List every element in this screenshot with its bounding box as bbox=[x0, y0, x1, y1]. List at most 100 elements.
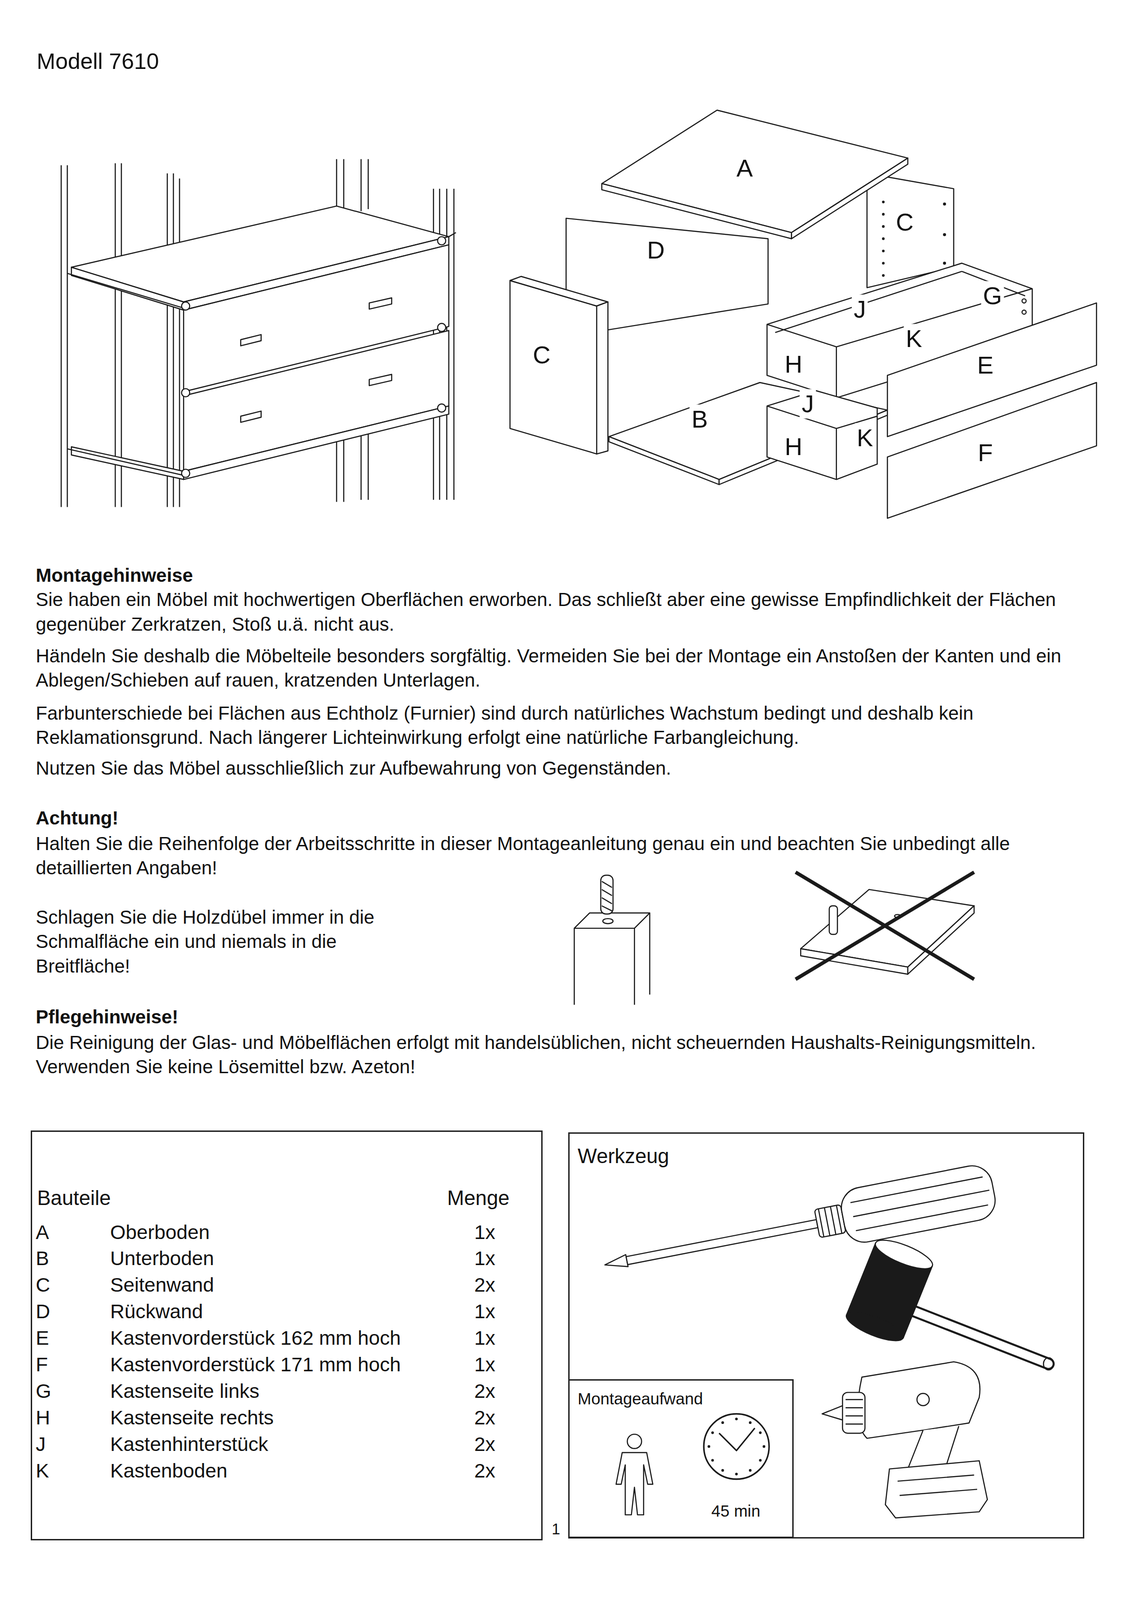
screwdriver-icon-part bbox=[625, 1219, 818, 1265]
clock-icon-part-part bbox=[721, 1468, 725, 1472]
part-letter: G bbox=[980, 281, 1004, 311]
section-heading: Achtung! bbox=[35, 805, 1097, 831]
person-icon-part bbox=[627, 1434, 642, 1449]
clock-icon-part bbox=[719, 1428, 755, 1451]
exploded-view-part bbox=[510, 276, 608, 306]
exploded-view-part bbox=[601, 110, 908, 233]
dowel-correct-figure-part bbox=[573, 928, 575, 1005]
shelf-illustration-part bbox=[369, 297, 392, 309]
shelf-illustration-part bbox=[437, 323, 447, 332]
clock-icon-part bbox=[703, 1413, 769, 1479]
table-cell-name: Rückwand bbox=[110, 1299, 204, 1324]
part-letter: C bbox=[530, 340, 553, 370]
shelf-illustration bbox=[61, 159, 456, 508]
drill-icon-part bbox=[845, 1399, 864, 1425]
clock-icon-part-part bbox=[759, 1458, 762, 1462]
screwdriver-icon bbox=[599, 1162, 999, 1292]
table-cell-quantity: 2x bbox=[474, 1273, 496, 1298]
dowel-correct-figure-part bbox=[601, 881, 612, 912]
exploded-view-part bbox=[596, 301, 608, 454]
mallet-icon-part bbox=[843, 1234, 936, 1347]
section-heading: Montagehinweise bbox=[35, 563, 1097, 588]
table-cell-letter: A bbox=[35, 1220, 49, 1245]
drill-icon-part bbox=[857, 1361, 980, 1439]
dowel-correct-figure bbox=[574, 875, 650, 1005]
table-cell-quantity: 2x bbox=[474, 1405, 496, 1430]
effort-box: Montageaufwand45 min bbox=[568, 1379, 794, 1539]
table-cell-letter: G bbox=[35, 1379, 52, 1404]
shelf-illustration-part bbox=[367, 430, 369, 500]
mallet-icon-part-part bbox=[872, 1234, 937, 1275]
exploded-view-part-part bbox=[882, 212, 885, 216]
part-letter: J bbox=[851, 294, 868, 324]
instruction-text: Nutzen Sie das Möbel ausschließlich zur … bbox=[35, 755, 1097, 781]
section-heading: Pflegehinweise! bbox=[35, 1004, 1097, 1030]
exploded-view-part bbox=[836, 428, 837, 480]
part-letter: E bbox=[975, 350, 996, 380]
table-cell-name: Oberboden bbox=[110, 1220, 211, 1245]
shelf-illustration-part bbox=[369, 374, 392, 386]
table-cell-letter: H bbox=[35, 1405, 51, 1430]
shelf-illustration-part bbox=[437, 236, 447, 245]
mallet-icon-part bbox=[1043, 1357, 1054, 1370]
instruction-text: Die Reinigung der Glas- und Möbelflächen… bbox=[35, 1030, 1097, 1080]
exploded-view-part-part bbox=[882, 224, 885, 228]
shelf-illustration-part bbox=[240, 411, 262, 423]
part-letter: J bbox=[799, 389, 816, 419]
table-cell-name: Seitenwand bbox=[110, 1273, 215, 1298]
dowel-correct-figure-part bbox=[649, 912, 651, 995]
shelf-illustration-part bbox=[183, 406, 449, 480]
illustration-part bbox=[61, 110, 1097, 1518]
mallet-icon-part bbox=[907, 1308, 1049, 1364]
exploded-view bbox=[510, 110, 1097, 519]
table-cell-letter: F bbox=[35, 1353, 48, 1377]
part-letter: K bbox=[855, 422, 876, 453]
exploded-view-part bbox=[608, 436, 720, 485]
shelf-illustration-part bbox=[453, 188, 455, 500]
table-cell-name: Kastenvorderstück 171 mm hoch bbox=[110, 1353, 402, 1377]
exploded-view-part-part bbox=[882, 273, 885, 277]
exploded-view-part bbox=[882, 200, 947, 277]
instruction-text: Händeln Sie deshalb die Möbelteile beson… bbox=[35, 643, 1097, 693]
shelf-illustration-part bbox=[360, 159, 362, 212]
dowel-wrong-figure-part bbox=[795, 871, 974, 980]
table-cell-quantity: 1x bbox=[474, 1353, 496, 1377]
dowel-wrong-figure-part bbox=[800, 948, 908, 975]
table-cell-quantity: 1x bbox=[474, 1326, 496, 1351]
table-cell-name: Kastenseite links bbox=[110, 1379, 260, 1404]
page-title: Modell 7610 bbox=[36, 47, 159, 75]
dowel-correct-figure-part bbox=[600, 875, 613, 914]
instruction-text: Sie haben ein Möbel mit hochwertigen Obe… bbox=[35, 587, 1097, 637]
clock-icon-part-part bbox=[721, 1421, 725, 1424]
screwdriver-icon-part bbox=[850, 1176, 993, 1231]
box-text: 45 min bbox=[711, 1501, 761, 1521]
clock-icon-part-part bbox=[734, 1472, 738, 1476]
clock-icon-part-part bbox=[762, 1445, 766, 1449]
clock-icon-part-part bbox=[711, 1458, 714, 1462]
shelf-illustration-part bbox=[172, 173, 174, 507]
clock-icon-part bbox=[707, 1417, 766, 1476]
drill-icon bbox=[822, 1361, 988, 1518]
part-letter: B bbox=[689, 404, 710, 435]
dowel-wrong-figure bbox=[795, 871, 974, 980]
box-text: Menge bbox=[447, 1186, 510, 1210]
clock-icon-part-part bbox=[707, 1445, 711, 1449]
exploded-view-part bbox=[887, 382, 1097, 518]
part-letter: H bbox=[782, 432, 805, 462]
mallet-icon bbox=[843, 1234, 1054, 1370]
dowel-correct-figure-part bbox=[574, 912, 650, 929]
part-letter: C bbox=[894, 207, 916, 238]
table-cell-quantity: 2x bbox=[474, 1379, 496, 1404]
shelf-illustration-part bbox=[335, 438, 337, 503]
table-cell-name: Kastenboden bbox=[110, 1458, 228, 1483]
person-icon-part bbox=[616, 1452, 653, 1516]
page-number: 1 bbox=[551, 1519, 560, 1538]
shelf-illustration-part bbox=[181, 388, 191, 397]
shelf-illustration-part bbox=[166, 173, 168, 507]
table-cell-letter: K bbox=[35, 1458, 49, 1483]
shelf-illustration-part bbox=[71, 267, 184, 311]
part-letter: H bbox=[782, 349, 805, 379]
part-letter: A bbox=[734, 153, 755, 184]
shelf-illustration-part bbox=[183, 330, 449, 472]
clock-icon-part-part bbox=[711, 1431, 714, 1435]
